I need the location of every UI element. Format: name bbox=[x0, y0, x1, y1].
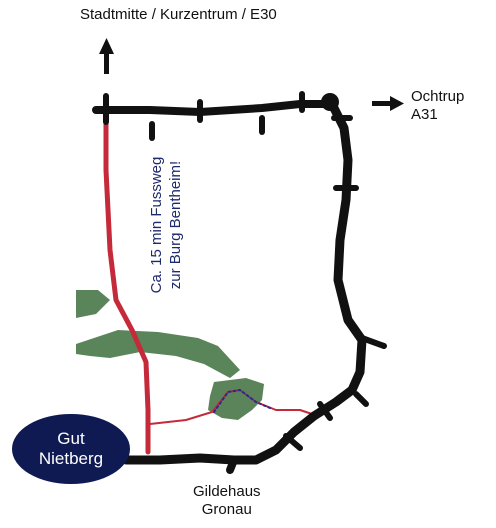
location-badge-line1: Gut bbox=[57, 429, 85, 448]
road-ticks bbox=[103, 91, 387, 451]
destination-north: Stadtmitte / Kurzentrum / E30 bbox=[80, 6, 277, 23]
footpath-main bbox=[103, 109, 151, 455]
road-north bbox=[92, 100, 336, 116]
destination-south-line1: Gildehaus bbox=[193, 483, 261, 500]
footpath-note-line2: zur Burg Bentheim! bbox=[167, 160, 184, 290]
forest-patch-center bbox=[76, 330, 240, 378]
forest-patch-south bbox=[208, 378, 264, 420]
location-badge: Gut Nietberg bbox=[12, 414, 130, 484]
destination-east: Ochtrup A31 bbox=[411, 88, 464, 124]
destination-east-line1: Ochtrup bbox=[411, 88, 465, 105]
footpath bbox=[103, 109, 319, 455]
forest-areas bbox=[76, 290, 264, 420]
footpath-note: Ca. 15 min Fussweg zur Burg Bentheim! bbox=[147, 157, 185, 294]
arrow-up-icon bbox=[99, 38, 114, 74]
forest-patch-west bbox=[76, 290, 110, 318]
roads bbox=[92, 91, 387, 474]
footpath-note-line1: Ca. 15 min Fussweg bbox=[148, 156, 165, 294]
destination-east-line2: A31 bbox=[411, 106, 438, 123]
destination-south: Gildehaus Gronau bbox=[193, 483, 261, 519]
arrow-right-icon bbox=[372, 96, 404, 111]
destination-south-line2: Gronau bbox=[201, 501, 252, 518]
junction-northeast bbox=[321, 93, 339, 111]
footpath-dotted bbox=[213, 389, 271, 413]
location-badge-line2: Nietberg bbox=[38, 449, 104, 468]
road-south-lower bbox=[226, 456, 238, 474]
